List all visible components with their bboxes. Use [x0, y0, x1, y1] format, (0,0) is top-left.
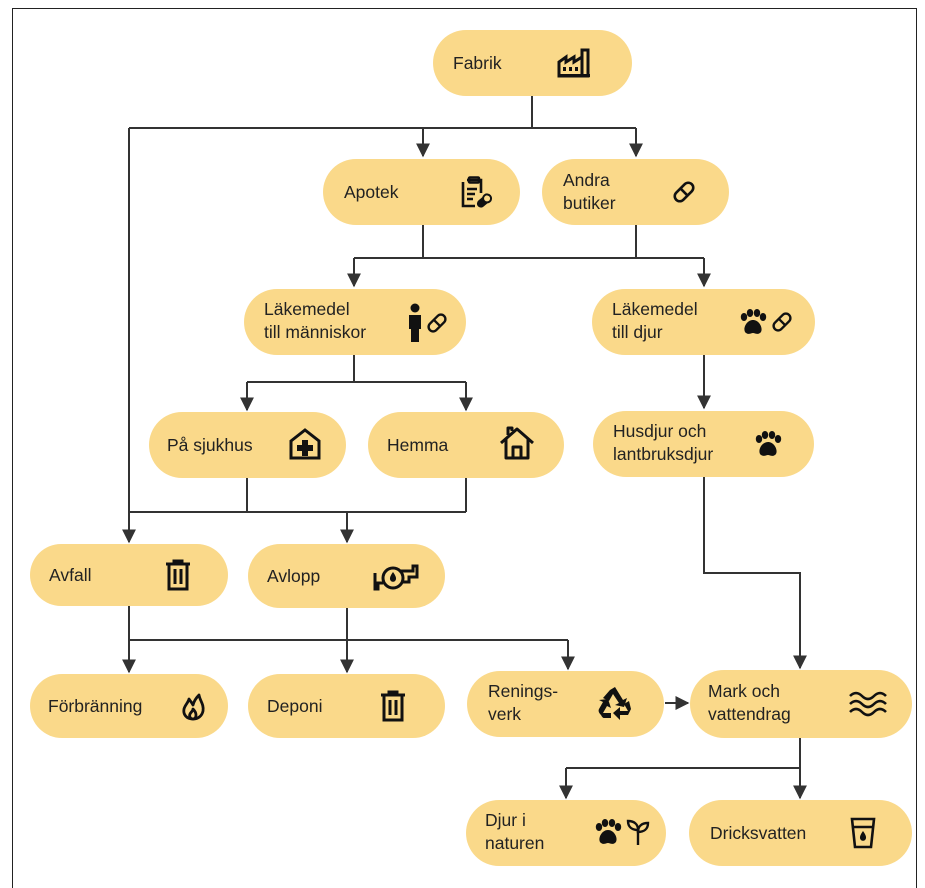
connector-apotek-andra-bus — [354, 225, 704, 259]
clipboard-pill-icon — [459, 176, 493, 210]
node-hemma: Hemma — [368, 412, 564, 478]
node-reningsverk: Renings-verk — [467, 671, 664, 737]
node-fabrik: Fabrik — [433, 30, 632, 96]
connector-mark-split — [566, 738, 801, 769]
node-label: Hemma — [387, 435, 449, 455]
node-label: Apotek — [344, 182, 399, 202]
node-label: Förbränning — [48, 696, 143, 716]
paw-icon — [753, 430, 783, 458]
node-apotek: Apotek — [323, 159, 520, 225]
node-dricksvatten: Dricksvatten — [689, 800, 912, 866]
paw-pill-icon — [738, 308, 793, 336]
diagram-frame — [12, 8, 917, 888]
node-avlopp: Avlopp — [248, 544, 445, 608]
node-avfall: Avfall — [30, 544, 228, 606]
factory-icon — [557, 48, 591, 78]
node-deponi: Deponi — [248, 674, 445, 738]
flame-icon — [180, 693, 206, 721]
waves-icon — [848, 691, 888, 717]
recycle-icon — [595, 684, 635, 724]
hospital-icon — [288, 427, 322, 461]
connector-waste-bus — [128, 606, 568, 641]
water-glass-icon — [850, 817, 876, 849]
node-label: Renings-verk — [488, 681, 559, 724]
house-icon — [499, 425, 535, 461]
node-label: Avlopp — [267, 566, 321, 586]
node-label: Fabrik — [453, 53, 502, 73]
node-forbranning: Förbränning — [30, 674, 228, 738]
paw-sprout-icon — [593, 818, 650, 846]
connector-hospital-home-bus — [129, 478, 467, 513]
node-pa-sjukhus: På sjukhus — [149, 412, 346, 478]
connector-fabrik-bus — [129, 95, 636, 129]
pill-icon — [671, 179, 697, 205]
trash-icon — [164, 559, 192, 591]
drain-pipe-icon — [373, 561, 419, 591]
connector-manniskor-split — [247, 354, 466, 383]
node-label: På sjukhus — [167, 435, 253, 455]
node-label: Dricksvatten — [710, 823, 807, 843]
node-label: Deponi — [267, 696, 323, 716]
person-pill-icon — [407, 303, 448, 343]
arrow-husdjur-mark — [703, 476, 807, 670]
node-label: Avfall — [49, 565, 92, 585]
trash-icon — [379, 690, 407, 722]
